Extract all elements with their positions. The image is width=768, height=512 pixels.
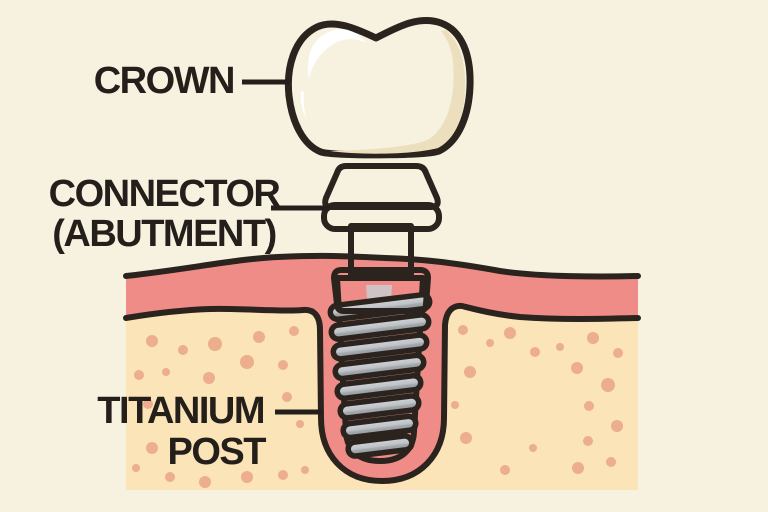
bone-dot <box>556 343 564 351</box>
gum-bone-boundary-outline <box>123 302 641 484</box>
bone-dot <box>240 355 254 369</box>
bone-dot <box>587 332 599 344</box>
bone-dot <box>611 420 623 432</box>
screw-threads <box>327 292 433 459</box>
bone-dot <box>178 345 188 355</box>
bone-dot <box>162 368 170 376</box>
bone-dot <box>460 432 472 444</box>
bone-dot <box>289 326 299 336</box>
bone-shape <box>126 305 638 490</box>
crown-highlight <box>307 29 366 79</box>
bone-dot <box>146 335 158 347</box>
crown-shade <box>330 30 466 154</box>
connector-label-line1: CONNECTOR <box>49 173 281 215</box>
crown-label: CROWN <box>94 60 234 102</box>
bone-dot <box>203 372 215 384</box>
post-label-line1: TITANIUM <box>97 390 264 432</box>
connector-abutment <box>321 163 442 277</box>
bone-dot <box>278 470 288 480</box>
connector-label-line2: (ABUTMENT) <box>52 213 276 255</box>
gum-top-outline <box>123 252 641 280</box>
callouts: CROWN CONNECTOR (ABUTMENT) TITANIUM POST <box>49 60 330 473</box>
bone-dot <box>486 339 494 347</box>
bone-dot <box>601 378 615 392</box>
crown-highlight-small <box>300 91 307 119</box>
bone-dot <box>451 401 459 409</box>
crown <box>284 17 474 159</box>
bone-dot <box>208 337 222 351</box>
bone-dot <box>241 471 253 483</box>
bone-dot <box>278 360 288 370</box>
bone-dot <box>282 392 292 402</box>
bone-dot <box>296 420 304 428</box>
bone-dot <box>583 436 593 446</box>
bone-dot <box>500 465 510 475</box>
bone-dots <box>132 325 623 488</box>
bone-dot <box>530 347 540 357</box>
bone-dot <box>458 325 468 335</box>
bone-dot <box>143 399 153 409</box>
bone-dot <box>613 348 623 358</box>
bone-dot <box>199 476 211 488</box>
post-label-line2: POST <box>168 431 267 473</box>
bone-dot <box>132 464 140 472</box>
bone-dot <box>572 462 584 474</box>
bone-dot <box>253 331 265 343</box>
bone-dot <box>134 370 144 380</box>
bone-dot <box>584 401 594 411</box>
abutment-flange <box>321 202 442 232</box>
screw-head <box>331 267 431 314</box>
titanium-post <box>327 267 433 464</box>
crown-shape <box>284 17 474 159</box>
bone-dot <box>146 442 158 454</box>
bone-dot <box>301 466 309 474</box>
bone-dot <box>464 366 476 378</box>
bone-dot <box>606 457 616 467</box>
bone-layer <box>126 305 638 490</box>
bone-dot <box>504 327 516 339</box>
bone-dot <box>165 472 175 482</box>
bone-dot <box>529 444 537 452</box>
bone-dot <box>571 362 583 374</box>
